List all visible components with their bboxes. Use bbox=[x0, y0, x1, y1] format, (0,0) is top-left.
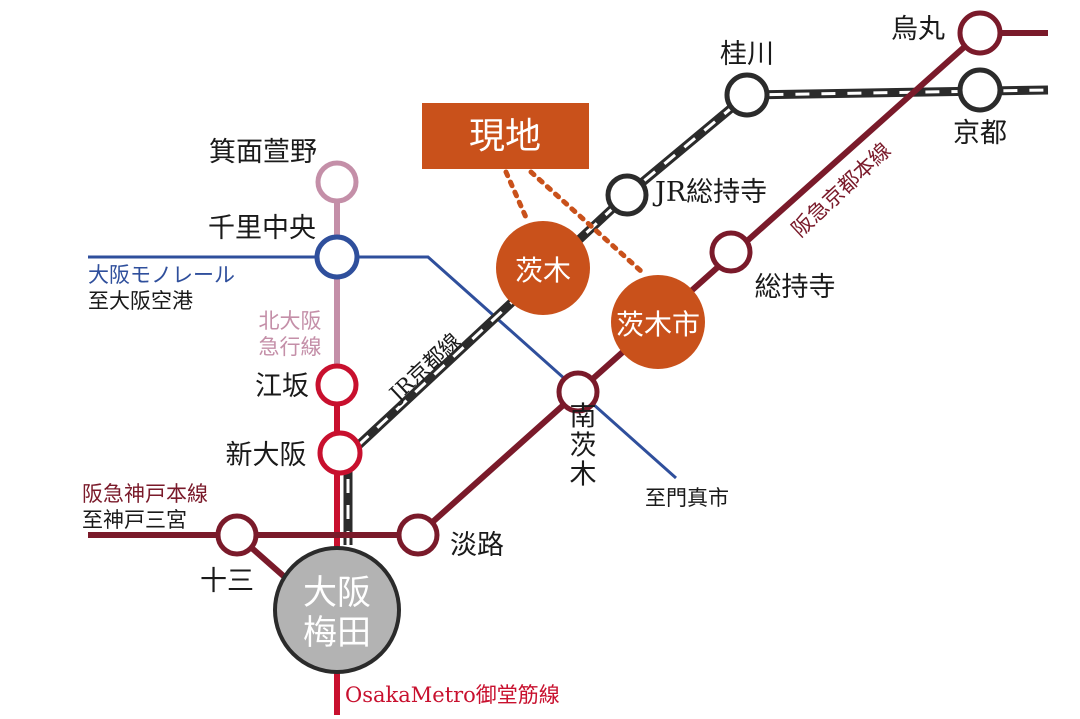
jr-kyoto-line-label: JR京都線 bbox=[384, 329, 466, 407]
site-leader-ibaraki bbox=[503, 169, 531, 225]
station-ibaraki bbox=[496, 221, 590, 315]
station-awaji bbox=[396, 513, 440, 557]
station-minofuji-label: 箕面萱野 bbox=[209, 137, 317, 168]
station-esaka-label: 江坂 bbox=[255, 371, 309, 402]
site-box bbox=[422, 103, 589, 169]
station-umeda-label-1: 大阪 bbox=[303, 573, 371, 613]
site-leader-ibarakishi bbox=[528, 169, 645, 275]
station-karasuma-label: 烏丸 bbox=[891, 14, 945, 45]
station-minamiibaraki-label: 南茨木 bbox=[565, 401, 597, 488]
station-senri bbox=[314, 234, 360, 280]
station-minofuji bbox=[315, 160, 359, 204]
station-ibarakishi-label: 茨木市 bbox=[616, 308, 700, 341]
station-juso-label: 十三 bbox=[200, 566, 254, 597]
station-shinosaka-label: 新大阪 bbox=[226, 440, 307, 471]
station-ibarakishi bbox=[611, 275, 705, 369]
station-senri-label: 千里中央 bbox=[208, 213, 316, 244]
site-box-label: 現地 bbox=[469, 116, 541, 157]
station-minamiibaraki bbox=[556, 370, 600, 414]
station-esaka bbox=[315, 363, 359, 407]
station-kyoto-label: 京都 bbox=[953, 118, 1007, 149]
station-karasuma bbox=[957, 10, 1003, 56]
station-katsuragawa bbox=[724, 72, 770, 118]
station-kyoto bbox=[957, 67, 1003, 113]
station-juso bbox=[215, 513, 259, 557]
kitaosaka-line-label-2: 急行線 bbox=[259, 335, 322, 359]
station-jr-soji bbox=[605, 173, 649, 217]
station-katsuragawa-label: 桂川 bbox=[720, 39, 774, 70]
station-jr-soji-label: JR総持寺 bbox=[652, 177, 767, 208]
to-kadoma-label: 至門真市 bbox=[645, 486, 729, 510]
monorail-line-label: 大阪モノレール bbox=[88, 263, 235, 287]
station-soji bbox=[709, 230, 753, 274]
midosuji-line-label: OsakaMetro御堂筋線 bbox=[345, 683, 560, 707]
to-airport-label: 至大阪空港 bbox=[88, 289, 193, 313]
station-ibaraki-label: 茨木 bbox=[515, 254, 571, 287]
to-sannomiya-label: 至神戸三宮 bbox=[82, 508, 187, 532]
hankyu-kobe-line-label: 阪急神戸本線 bbox=[82, 482, 208, 506]
kitaosaka-line-label-1: 北大阪 bbox=[259, 309, 322, 333]
station-umeda bbox=[273, 546, 401, 674]
station-awaji-label: 淡路 bbox=[450, 530, 504, 561]
station-soji-label: 総持寺 bbox=[755, 272, 836, 303]
station-shinosaka bbox=[317, 430, 363, 476]
station-umeda-label-2: 梅田 bbox=[303, 613, 371, 653]
